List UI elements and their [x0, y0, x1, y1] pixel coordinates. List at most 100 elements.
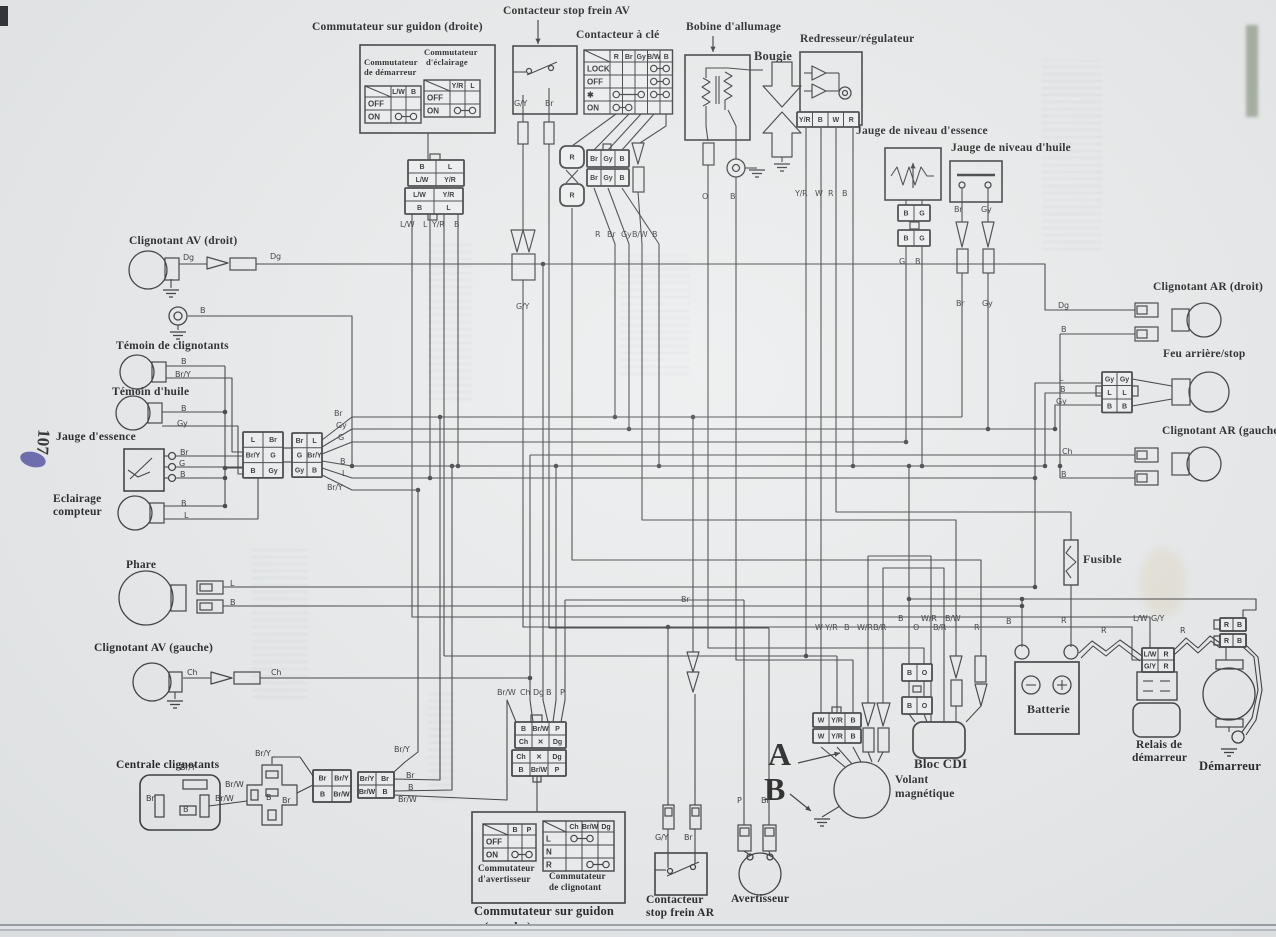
component-outline	[632, 166, 645, 193]
cell-label: ON	[587, 104, 599, 113]
junction-dot	[437, 414, 443, 420]
cell-label: Y/R	[799, 117, 811, 124]
table-diagonal	[364, 85, 392, 98]
wire	[1241, 646, 1259, 733]
wire	[965, 705, 982, 723]
contact-circle	[570, 834, 578, 843]
cell-label: B	[1237, 622, 1242, 629]
component-outline	[147, 402, 163, 424]
contact-circle	[612, 103, 621, 112]
cell-label: Br/Y	[307, 453, 322, 460]
wire	[727, 109, 737, 159]
component-circle	[1052, 675, 1072, 695]
component-outline	[267, 809, 277, 821]
component-outline	[689, 804, 702, 830]
junction-dot	[1019, 603, 1025, 609]
cell-label: Br/W	[532, 726, 549, 733]
component-outline	[862, 727, 875, 753]
cell-label: Br	[296, 438, 304, 445]
junction-dot	[222, 465, 228, 471]
component-outline	[950, 679, 963, 707]
component-circle	[118, 570, 174, 626]
pointer-arrow	[797, 752, 841, 764]
component-outline	[664, 807, 673, 817]
junction-dot	[903, 439, 909, 445]
cell-label: R	[1163, 664, 1168, 671]
junction-dot	[540, 261, 546, 267]
cell-label: Gy	[603, 175, 612, 182]
contact-circle	[662, 90, 671, 99]
cell-label: L/W	[413, 192, 426, 199]
wire	[593, 187, 616, 417]
contact-circle	[649, 77, 658, 86]
wire	[852, 746, 862, 763]
connector-triangle	[631, 142, 645, 165]
component-outline	[265, 788, 279, 797]
component-circle	[738, 852, 782, 896]
conn-cle-a	[586, 149, 630, 168]
component-outline	[1215, 659, 1244, 670]
contact-circle	[649, 64, 658, 73]
contact-circle	[586, 834, 594, 843]
junction-dot	[415, 487, 421, 493]
component-outline	[956, 248, 969, 274]
cell-label: Br	[319, 776, 327, 783]
component-outline	[359, 44, 496, 134]
component-outline	[517, 121, 529, 145]
connector-triangle	[974, 683, 988, 707]
connector-triangle	[981, 221, 995, 248]
component-circle	[984, 181, 992, 189]
cell-label: R	[546, 861, 552, 870]
cell-label: Gy	[1105, 376, 1114, 383]
component-outline	[233, 671, 261, 685]
wire	[836, 746, 853, 765]
junction-dot	[690, 414, 696, 420]
cell-label: R	[614, 54, 619, 61]
junction-dot	[449, 463, 455, 469]
cell-label: Br/Y	[246, 452, 261, 459]
wire	[621, 113, 655, 151]
component-circle	[132, 662, 172, 702]
component-circle	[1231, 730, 1245, 744]
cell-label: W	[818, 734, 825, 741]
wire	[607, 113, 642, 151]
wire	[909, 598, 1257, 618]
component-outline	[511, 253, 536, 281]
commutateur-clignotant	[542, 820, 615, 872]
component-outline	[1134, 326, 1159, 342]
contact-circle	[612, 90, 621, 99]
contact-circle	[662, 64, 671, 73]
component-outline	[1136, 450, 1148, 460]
pointer-arrowhead	[910, 163, 916, 169]
contact-circle	[525, 850, 533, 859]
component-outline	[168, 671, 183, 693]
cell-label: W	[832, 117, 839, 124]
cell-label: Ch	[516, 754, 525, 761]
cell-label: Gy	[603, 156, 612, 163]
cell-label: ON	[368, 113, 380, 122]
cell-label: Br	[590, 156, 598, 163]
contact-circle	[624, 103, 633, 112]
cell-label: B	[417, 205, 422, 212]
cell-label: O	[922, 703, 928, 710]
cell-label: L/W	[392, 89, 405, 96]
wire	[735, 177, 854, 713]
component-outline	[196, 599, 224, 614]
wire	[705, 67, 728, 78]
page-number: 107	[32, 428, 54, 456]
cell-label: LOCK	[587, 65, 610, 74]
component-outline	[471, 811, 626, 904]
cell-label: B	[903, 211, 908, 218]
cell-label: B	[664, 54, 669, 61]
page-bottom-edge	[0, 924, 1276, 937]
junction-dot	[1042, 463, 1048, 469]
component-outline	[1171, 378, 1191, 406]
component-outline	[196, 580, 224, 595]
cell-label: Gy	[1120, 376, 1129, 383]
cell-label: P	[555, 726, 560, 733]
component-outline	[139, 774, 221, 831]
cell-label: R	[1163, 652, 1168, 659]
wire	[321, 428, 1055, 448]
